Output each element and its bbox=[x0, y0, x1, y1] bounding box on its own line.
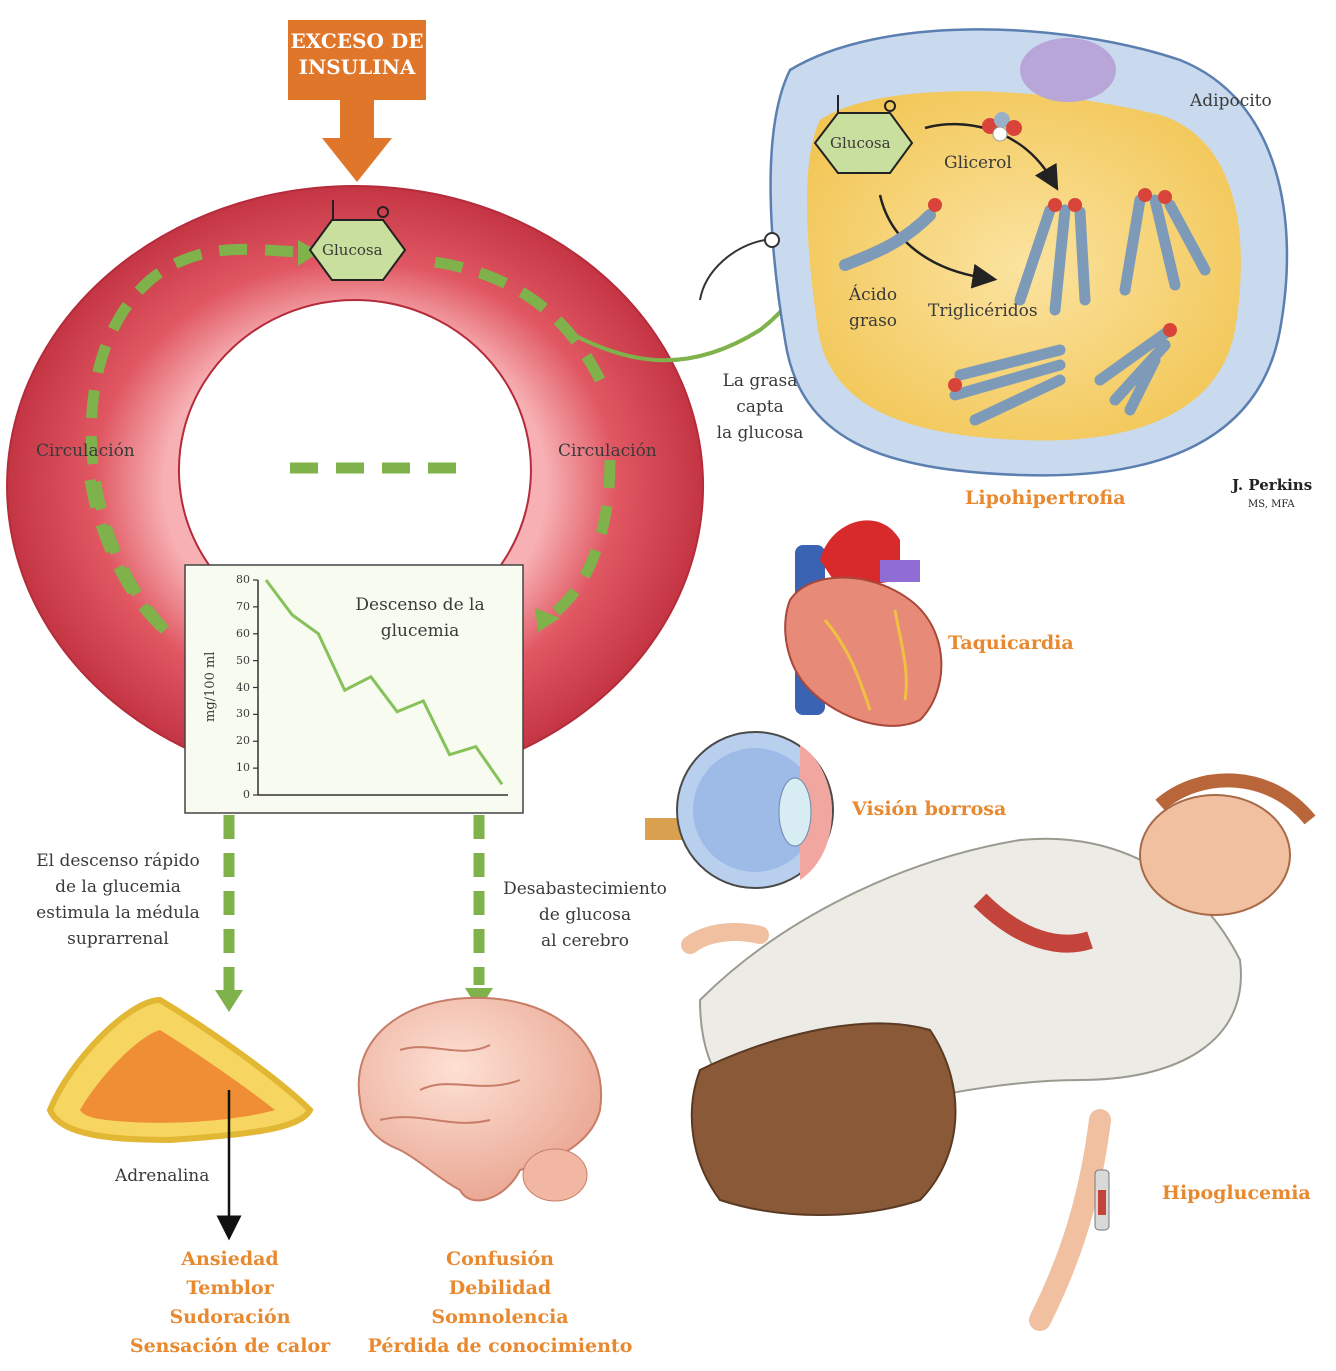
adrenal-gland bbox=[50, 1000, 310, 1140]
signature-title: MS, MFA bbox=[1248, 492, 1295, 518]
fatty-acid-line1: Ácido bbox=[838, 282, 908, 308]
left-symptom-3: Sudoración bbox=[100, 1303, 360, 1332]
title-box: EXCESO DE INSULINA bbox=[288, 20, 426, 100]
fat-uptake-line2: capta bbox=[700, 394, 820, 420]
adrenalin-label: Adrenalina bbox=[115, 1163, 209, 1189]
hypoglycemia-label: Hipoglucemia bbox=[1162, 1180, 1311, 1206]
nucleus bbox=[1020, 38, 1116, 102]
left-path-line2: de la glucemia bbox=[20, 874, 216, 900]
blurred-vision-label: Visión borrosa bbox=[852, 796, 1006, 822]
left-path-line4: suprarrenal bbox=[20, 926, 216, 952]
chart-y-tick-label: 80 bbox=[228, 569, 250, 591]
left-path-line3: estimula la médula bbox=[20, 900, 216, 926]
left-symptoms: Ansiedad Temblor Sudoración Sensación de… bbox=[100, 1245, 360, 1361]
lipohypertrophy-caption: Lipohipertrofia bbox=[965, 485, 1126, 511]
glycerol-label: Glicerol bbox=[944, 150, 1012, 176]
chart-y-tick-label: 30 bbox=[228, 703, 250, 725]
fat-uptake-line1: La grasa bbox=[700, 368, 820, 394]
downward-arrows bbox=[229, 815, 479, 990]
left-symptom-4: Sensación de calor bbox=[100, 1332, 360, 1361]
right-symptom-2: Debilidad bbox=[350, 1274, 650, 1303]
triglycerides-label: Triglicéridos bbox=[928, 298, 1038, 324]
insulin-arrow bbox=[322, 92, 392, 182]
circulation-left-label: Circulación bbox=[36, 438, 135, 464]
chart-y-tick-label: 70 bbox=[228, 596, 250, 618]
brain-illustration bbox=[359, 998, 601, 1201]
chart-y-tick-label: 40 bbox=[228, 677, 250, 699]
chart-y-tick-label: 50 bbox=[228, 650, 250, 672]
left-arrowhead bbox=[215, 990, 243, 1012]
fatty-acid-line2: graso bbox=[838, 308, 908, 334]
chart-y-tick-label: 20 bbox=[228, 730, 250, 752]
right-path-line1: Desabastecimiento bbox=[490, 876, 680, 902]
chart-y-tick-label: 10 bbox=[228, 757, 250, 779]
circulation-right-label: Circulación bbox=[558, 438, 657, 464]
right-symptom-1: Confusión bbox=[350, 1245, 650, 1274]
right-path-line3: al cerebro bbox=[490, 928, 680, 954]
left-path-line1: El descenso rápido bbox=[20, 848, 216, 874]
left-symptom-2: Temblor bbox=[100, 1274, 360, 1303]
chart-y-tick-label: 60 bbox=[228, 623, 250, 645]
heart-illustration bbox=[785, 520, 941, 726]
adipocyte-label: Adipocito bbox=[1190, 88, 1272, 114]
right-symptom-4: Pérdida de conocimiento bbox=[350, 1332, 650, 1361]
fat-uptake-label: La grasa capta la glucosa bbox=[700, 368, 820, 446]
ring-glucose-label: Glucosa bbox=[322, 237, 383, 263]
left-symptom-1: Ansiedad bbox=[100, 1245, 360, 1274]
title-line2: INSULINA bbox=[288, 54, 426, 80]
chart-title: Descenso de la glucemia bbox=[350, 592, 490, 644]
left-path-text: El descenso rápido de la glucemia estimu… bbox=[20, 848, 216, 952]
chart-y-tick-label: 0 bbox=[228, 784, 250, 806]
right-path-text: Desabastecimiento de glucosa al cerebro bbox=[490, 876, 680, 954]
right-symptom-3: Somnolencia bbox=[350, 1303, 650, 1332]
adipocyte-glucose-label: Glucosa bbox=[830, 130, 891, 156]
right-symptoms: Confusión Debilidad Somnolencia Pérdida … bbox=[350, 1245, 650, 1361]
fat-uptake-line3: la glucosa bbox=[700, 420, 820, 446]
title-line1: EXCESO DE bbox=[288, 28, 426, 54]
right-path-line2: de glucosa bbox=[490, 902, 680, 928]
chart-ylabel: mg/100 ml bbox=[198, 652, 224, 722]
fatty-acid-label: Ácido graso bbox=[838, 282, 908, 334]
eye-illustration bbox=[645, 732, 833, 888]
tachycardia-label: Taquicardia bbox=[948, 630, 1074, 656]
